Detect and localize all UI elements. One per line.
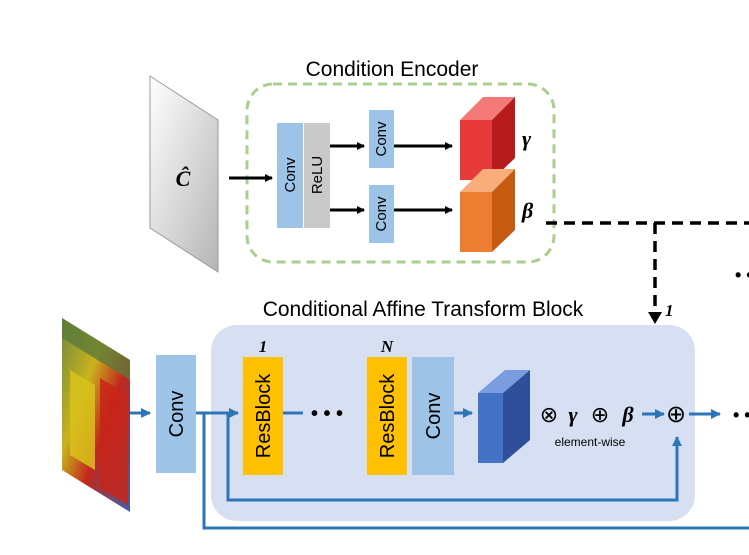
condition-encoder-title: Condition Encoder — [306, 58, 479, 81]
resblock-ellipsis: • • • — [311, 403, 343, 425]
resblock-first-index: 1 — [259, 337, 268, 356]
inner-skip-connection — [215, 411, 682, 502]
beta-feature-cube — [460, 169, 515, 252]
encoder-to-block-arrowhead — [648, 312, 662, 324]
sum-node-symbol: ⊕ — [666, 401, 686, 428]
encoder-relu-label: ReLU — [309, 156, 326, 194]
affine-beta-symbol: β — [621, 402, 634, 427]
input-image — [62, 318, 130, 512]
gamma-conv-box — [369, 110, 394, 168]
encoder-conv-label: Conv — [282, 157, 299, 193]
right-top-ellipsis: • • — [735, 265, 749, 285]
beta-conv-box — [369, 185, 394, 243]
oplus-symbol: ⊕ — [591, 402, 609, 427]
otimes-symbol: ⊗ — [540, 402, 558, 427]
affine-block-title: Conditional Affine Transform Block — [263, 298, 584, 321]
block-conv-label: Conv — [423, 393, 445, 440]
resblock-last-label: ResBlock — [377, 373, 399, 458]
resblock-first-box — [243, 357, 283, 475]
gamma-conv-label: Conv — [373, 121, 390, 157]
output-ellipsis: • • — [733, 405, 749, 425]
block-conv-box — [412, 357, 454, 475]
affine-gamma-symbol: γ — [568, 402, 578, 427]
element-wise-label: element-wise — [555, 435, 626, 449]
beta-conv-label: Conv — [373, 196, 390, 232]
gamma-output-symbol: γ — [522, 126, 532, 151]
condition-index-label: 1 — [665, 301, 674, 320]
input-conv-box — [156, 355, 196, 473]
resblock-last-box — [367, 357, 407, 475]
outer-skip-connection — [202, 413, 749, 530]
resblock-last-index: N — [380, 337, 394, 356]
beta-output-symbol: β — [521, 198, 534, 223]
encoder-relu-box — [304, 123, 330, 228]
condition-encoder-frame — [245, 82, 556, 264]
condition-input-symbol: Ĉ — [176, 166, 191, 191]
encoder-conv-box — [277, 123, 303, 228]
gamma-feature-cube — [460, 97, 515, 180]
feature-map-cube — [478, 370, 530, 463]
resblock-first-label: ResBlock — [253, 373, 275, 458]
condition-input-map — [149, 75, 219, 273]
input-conv-label: Conv — [166, 391, 188, 438]
